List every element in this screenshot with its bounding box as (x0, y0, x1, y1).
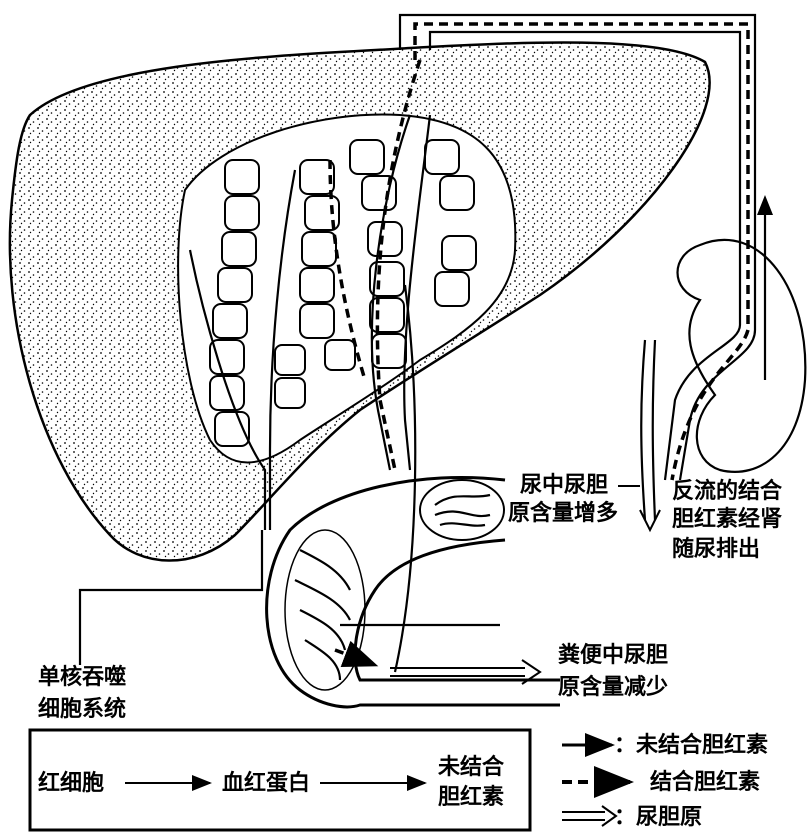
legend-label-urobilinogen: ：尿胆原 (614, 805, 702, 830)
liver-lobule (177, 113, 517, 464)
label-reflux-2: 胆红素经肾 (672, 506, 782, 532)
pathway-red-cell: 红细胞 (38, 770, 104, 796)
legend-label-conjugated: 结合胆红素 (650, 769, 760, 795)
hepatocytes (209, 139, 477, 447)
pathway-unconjugated-1: 未结合 (438, 754, 505, 780)
label-urine-increase-2: 原含量增多 (508, 500, 618, 526)
label-reflux-1: 反流的结合 (672, 478, 783, 504)
label-reflux-3: 随尿排出 (672, 536, 760, 562)
pathway-hemoglobin: 血红蛋白 (222, 770, 310, 796)
label-feces-2: 原含量减少 (558, 674, 668, 700)
pathway-unconjugated-2: 胆红素 (438, 784, 504, 810)
pathway-box (28, 728, 532, 832)
intestine (265, 475, 560, 709)
label-feces-1: 粪便中尿胆 (558, 643, 668, 668)
legend: ：未结合胆红素 结合胆红素 ：尿胆原 (562, 732, 768, 830)
legend-label-unconjugated: ：未结合胆红素 (614, 732, 768, 758)
label-mononuclear-2: 细胞系统 (38, 696, 126, 722)
kidney (676, 238, 807, 473)
label-mononuclear-1: 单核吞噬 (38, 664, 126, 690)
label-urine-increase-1: 尿中尿胆 (520, 473, 608, 498)
legend-hollow-arrow-icon (562, 805, 618, 827)
